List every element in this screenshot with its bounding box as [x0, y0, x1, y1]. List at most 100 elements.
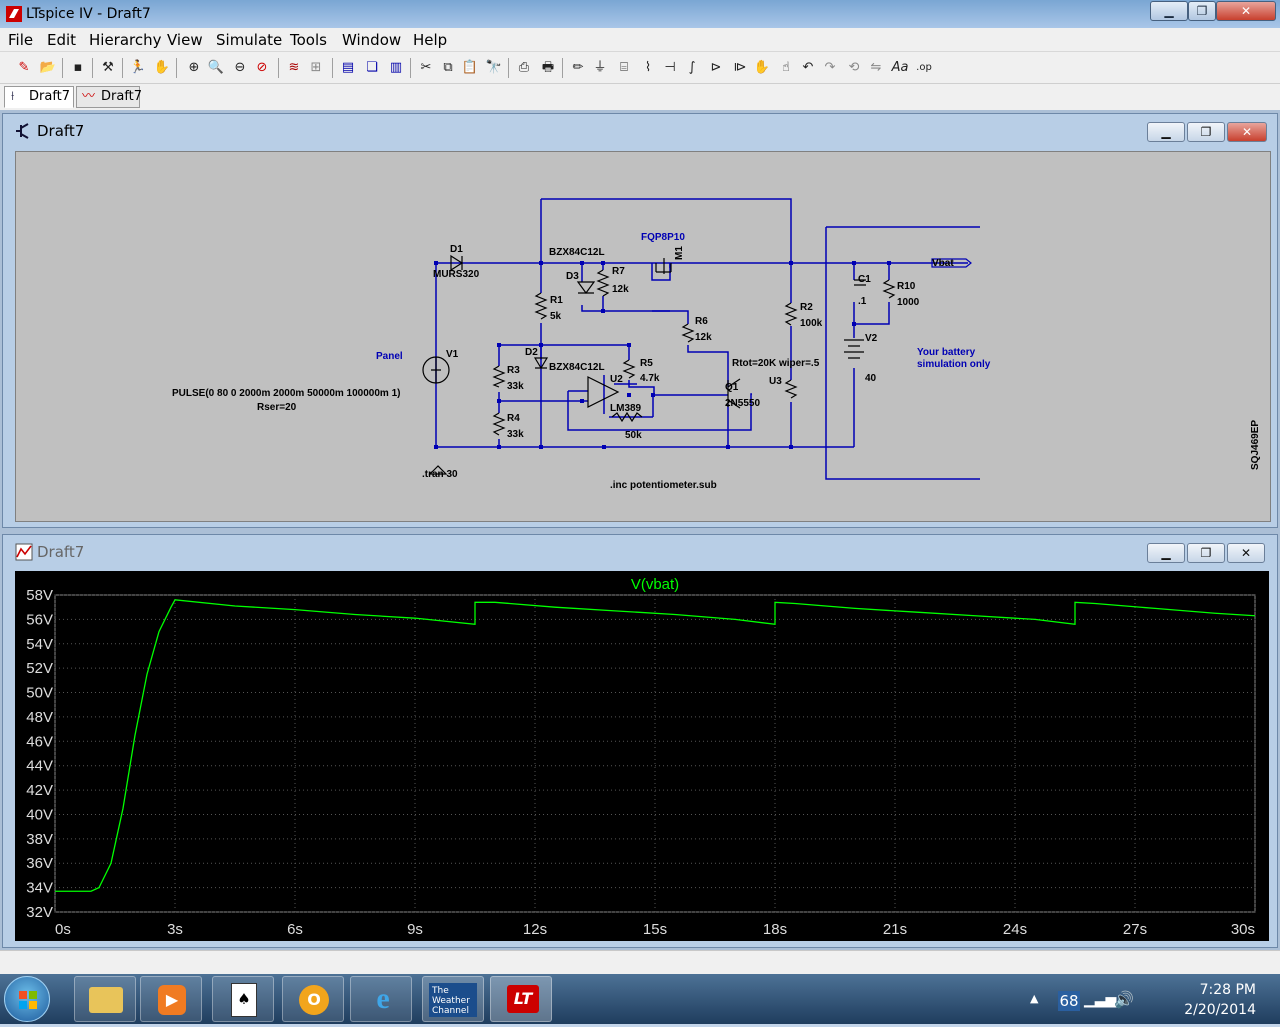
menu-view[interactable]: View — [167, 31, 203, 49]
drag-icon[interactable]: ☝ — [782, 60, 790, 75]
paste-icon[interactable]: 📋 — [461, 60, 479, 75]
y-tick-label: 46V — [26, 733, 53, 750]
zoom-fit-icon[interactable]: ⊘ — [256, 60, 268, 75]
x-tick-label: 21s — [883, 921, 907, 938]
undo-icon[interactable]: ↶ — [802, 60, 814, 75]
capacitor-icon[interactable]: ⊣ — [664, 60, 676, 75]
control-panel-icon[interactable]: ⚒ — [102, 60, 114, 75]
cascade-icon[interactable]: ❏ — [366, 60, 378, 75]
battery-note-2: simulation only — [917, 359, 991, 370]
clock-date[interactable]: 2/20/2014 — [1184, 1002, 1256, 1018]
menu-edit[interactable]: Edit — [47, 31, 77, 49]
folder-icon — [89, 987, 123, 1013]
start-button[interactable] — [4, 976, 50, 1022]
menu-simulate[interactable]: Simulate — [216, 31, 283, 49]
clock-time[interactable]: 7:28 PM — [1199, 982, 1256, 998]
menu-window[interactable]: Window — [342, 31, 402, 49]
resistor-icon[interactable]: ⌇ — [644, 60, 652, 75]
move-icon[interactable]: ✋ — [753, 60, 771, 75]
y-tick-label: 42V — [26, 782, 53, 799]
rotate-icon[interactable]: ⟲ — [848, 60, 860, 75]
run-icon[interactable]: 🏃 — [129, 60, 147, 75]
rtot-label: Rtot=20K wiper=.5 — [732, 358, 820, 369]
tab-label: Draft7 — [101, 89, 143, 104]
tile-horizontal-icon[interactable]: ▤ — [341, 60, 355, 75]
close-button[interactable]: ✕ — [1216, 1, 1276, 21]
taskbar-explorer[interactable] — [74, 976, 136, 1022]
taskbar-weather-channel[interactable]: The Weather Channel — [422, 976, 484, 1022]
menu-help[interactable]: Help — [413, 31, 448, 49]
r1-label: R1 — [550, 295, 563, 306]
spice-directive-icon[interactable]: .op — [916, 62, 932, 73]
label-net-icon[interactable]: ⌸ — [620, 60, 628, 75]
inductor-icon[interactable]: ∫ — [688, 60, 696, 75]
volume-icon[interactable]: 🔊 — [1114, 990, 1134, 1009]
schematic-close-button[interactable]: ✕ — [1227, 122, 1267, 142]
waveform-close-button[interactable]: ✕ — [1227, 543, 1265, 563]
schematic-maximize-button[interactable]: ❐ — [1187, 122, 1225, 142]
waveform-minimize-button[interactable]: ▁ — [1147, 543, 1185, 563]
taskbar-ltspice[interactable]: LT — [490, 976, 552, 1022]
print-setup-icon[interactable]: ⎙ — [518, 60, 530, 75]
x-tick-label: 9s — [407, 921, 423, 938]
show-hidden-icons-icon[interactable]: ▲ — [1030, 992, 1039, 1005]
battery-note-1: Your battery — [917, 347, 976, 358]
toolbar-separator — [62, 58, 63, 78]
circuit-diagram[interactable]: D1 MURS320 V1 Panel PULSE(0 80 0 2000m 2… — [16, 152, 1272, 523]
menu-file[interactable]: File — [8, 31, 34, 49]
pan-icon[interactable]: ✋ — [153, 60, 171, 75]
y-tick-label: 44V — [26, 758, 53, 775]
schematic-canvas[interactable]: D1 MURS320 V1 Panel PULSE(0 80 0 2000m 2… — [15, 151, 1271, 522]
y-tick-label: 58V — [26, 587, 53, 604]
tile-vertical-icon[interactable]: ▥ — [389, 60, 403, 75]
tab-waveform[interactable]: 〰 Draft7 — [76, 86, 143, 108]
menu-hierarchy[interactable]: Hierarchy — [89, 31, 162, 49]
menu-bar: File Edit Hierarchy View Simulate Tools … — [0, 28, 1280, 52]
text-icon[interactable]: Aa — [891, 60, 909, 75]
taskbar-internet-explorer[interactable]: e — [350, 976, 412, 1022]
copy-icon[interactable]: ⧉ — [443, 60, 453, 75]
zoom-out-icon[interactable]: ⊖ — [234, 60, 246, 75]
tab-schematic[interactable]: ⟊ Draft7 — [4, 86, 74, 108]
fft-icon[interactable]: ⊞ — [310, 60, 322, 75]
menu-tools[interactable]: Tools — [290, 31, 327, 49]
diode-icon[interactable]: ⊳ — [710, 60, 722, 75]
vbat-trace[interactable] — [55, 599, 1256, 892]
waveform-icon — [15, 543, 33, 561]
wire-icon[interactable]: ✏ — [572, 60, 584, 75]
autorange-icon[interactable]: ≋ — [288, 60, 300, 75]
bzx1-label: BZX84C12L — [549, 247, 605, 258]
r5-value: 4.7k — [640, 373, 660, 384]
mirror-icon[interactable]: ⇋ — [870, 60, 882, 75]
find-icon[interactable]: 🔭 — [485, 60, 503, 75]
r6-label: R6 — [695, 316, 708, 327]
zoom-in-icon[interactable]: ⊕ — [188, 60, 200, 75]
weather-app-label: The Weather Channel — [432, 986, 470, 1016]
waveform-maximize-button[interactable]: ❐ — [1187, 543, 1225, 563]
pot-value: 50k — [625, 430, 642, 441]
r6-value: 12k — [695, 332, 712, 343]
c1-value: .1 — [858, 296, 867, 307]
taskbar-media-player[interactable]: ▶ — [140, 976, 202, 1022]
trace-label[interactable]: V(vbat) — [631, 576, 679, 593]
taskbar-solitaire[interactable]: ♠ — [212, 976, 274, 1022]
y-tick-label: 32V — [26, 904, 53, 921]
open-icon[interactable]: 📂 — [39, 60, 57, 75]
taskbar-outlook[interactable]: O — [282, 976, 344, 1022]
redo-icon[interactable]: ↷ — [824, 60, 836, 75]
weather-temp-badge[interactable]: 68 — [1058, 991, 1080, 1011]
maximize-button[interactable]: ❐ — [1188, 1, 1216, 21]
component-icon[interactable]: ⧐ — [733, 60, 747, 75]
minimize-button[interactable]: ▁ — [1150, 1, 1188, 21]
print-icon[interactable]: 🖶 — [541, 60, 555, 75]
schematic-minimize-button[interactable]: ▁ — [1147, 122, 1185, 142]
network-icon[interactable]: ▁▃▅ — [1084, 992, 1117, 1008]
save-icon[interactable]: ▪ — [73, 60, 83, 75]
cut-icon[interactable]: ✂ — [420, 60, 432, 75]
ground-icon[interactable]: ⏚ — [593, 60, 607, 75]
zoom-pan-icon[interactable]: 🔍 — [207, 60, 225, 75]
new-schematic-icon[interactable]: ✎ — [18, 60, 30, 75]
